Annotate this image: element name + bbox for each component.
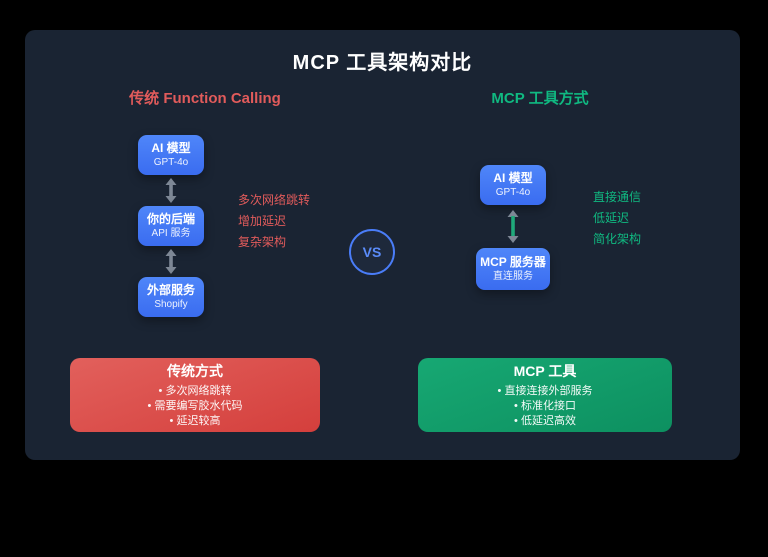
- flow-arrow-icon: [165, 178, 177, 203]
- summary-bullet: • 直接连接外部服务: [497, 385, 593, 397]
- right-node-mcp-server: MCP 服务器 直连服务: [476, 248, 550, 290]
- summary-bullet: • 低延迟高效: [514, 415, 576, 427]
- node-title: 外部服务: [146, 283, 195, 297]
- annotation-line: 直接通信: [593, 190, 642, 204]
- left-node-external-service: 外部服务 Shopify: [138, 277, 204, 317]
- mcp-summary-card: MCP 工具 • 直接连接外部服务 • 标准化接口 • 低延迟高效: [418, 358, 672, 432]
- node-title: AI 模型: [151, 141, 191, 155]
- node-title: MCP 服务器: [480, 255, 546, 269]
- summary-title: MCP 工具: [513, 363, 577, 379]
- node-subtitle: GPT-4o: [153, 157, 189, 168]
- node-subtitle: API 服务: [151, 228, 191, 239]
- summary-bullet: • 延迟较高: [169, 415, 221, 427]
- flow-arrow-icon: [165, 249, 177, 274]
- annotation-line: 低延迟: [593, 211, 630, 225]
- annotation-line: 简化架构: [593, 232, 642, 246]
- node-subtitle: Shopify: [154, 299, 188, 310]
- left-node-ai-model: AI 模型 GPT-4o: [138, 135, 204, 175]
- node-subtitle: GPT-4o: [495, 187, 531, 198]
- right-node-ai-model: AI 模型 GPT-4o: [480, 165, 546, 205]
- annotation-line: 增加延迟: [238, 214, 287, 228]
- right-column-header: MCP 工具方式: [491, 90, 589, 107]
- summary-bullet: • 标准化接口: [514, 400, 576, 412]
- left-column-header: 传统 Function Calling: [129, 90, 281, 107]
- node-subtitle: 直连服务: [493, 271, 533, 282]
- node-title: AI 模型: [493, 171, 533, 185]
- node-title: 你的后端: [146, 212, 195, 226]
- summary-bullet: • 多次网络跳转: [158, 385, 232, 397]
- page-title: MCP 工具架构对比: [292, 52, 473, 74]
- flow-arrow-icon: [507, 210, 519, 243]
- left-node-backend: 你的后端 API 服务: [138, 206, 204, 246]
- summary-title: 传统方式: [167, 363, 223, 379]
- vs-badge: VS: [349, 229, 395, 275]
- annotation-line: 复杂架构: [238, 235, 287, 249]
- diagram-panel: MCP 工具架构对比 传统 Function Calling MCP 工具方式 …: [25, 30, 740, 460]
- summary-bullet: • 需要编写胶水代码: [147, 400, 243, 412]
- right-annotations: 直接通信 低延迟 简化架构: [593, 187, 641, 250]
- left-annotations: 多次网络跳转 增加延迟 复杂架构: [238, 190, 310, 253]
- traditional-summary-card: 传统方式 • 多次网络跳转 • 需要编写胶水代码 • 延迟较高: [70, 358, 320, 432]
- annotation-line: 多次网络跳转: [238, 193, 311, 207]
